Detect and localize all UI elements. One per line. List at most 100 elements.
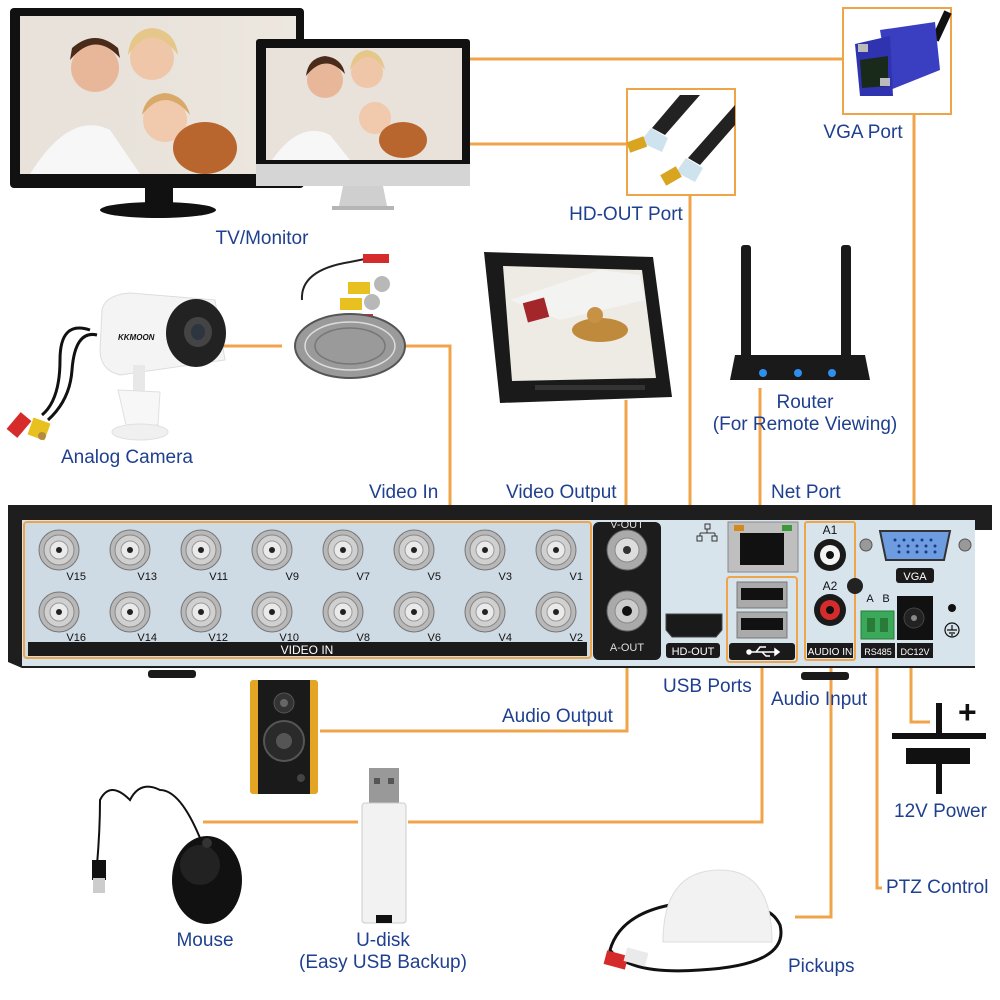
bnc-connector-v8[interactable]: V8 (322, 591, 370, 644)
router-antenna-left (741, 245, 751, 365)
channel-label-v7: V7 (357, 571, 370, 583)
dvr-foot-left (148, 670, 196, 678)
pickups-label: Pickups (788, 956, 855, 977)
panel-screw (847, 578, 863, 594)
router-led-1 (759, 369, 767, 377)
network-icon (696, 523, 718, 542)
hdout-port-label: HD-OUT Port (569, 204, 683, 225)
vga-port[interactable] (878, 530, 952, 561)
bnc-connector-v10[interactable]: V10 (251, 591, 299, 644)
channel-label-v2: V2 (570, 632, 583, 644)
bnc-connector-v16[interactable]: V16 (38, 591, 86, 644)
vga-port-label: VGA Port (823, 122, 903, 143)
usb-icon (746, 646, 781, 657)
bnc-connector-v1[interactable]: V1 (535, 529, 583, 583)
channel-label-v16: V16 (66, 632, 86, 644)
audio-input-label: Audio Input (771, 689, 868, 710)
a-out-text: A-OUT (610, 642, 645, 654)
usb-block (726, 576, 798, 663)
bnc-connector-v11[interactable]: V11 (180, 529, 228, 583)
channel-label-v10: V10 (279, 632, 299, 644)
bnc-connector-v4[interactable]: V4 (464, 591, 512, 644)
bnc-connector-v12[interactable]: V12 (180, 591, 228, 644)
channel-label-v6: V6 (428, 632, 441, 644)
camera-brand-text: KKMOON (118, 333, 155, 342)
usb-plug (92, 860, 106, 880)
channel-label-v13: V13 (137, 571, 157, 583)
udisk-label-line2: (Easy USB Backup) (299, 952, 467, 973)
bnc-connector-v6[interactable]: V6 (393, 591, 441, 644)
line-cable-videoin (402, 344, 452, 522)
vga-screw-right (958, 538, 972, 552)
hd-out-text: HD-OUT (672, 646, 715, 658)
hdmi-port[interactable] (665, 613, 723, 638)
power-label: 12V Power (894, 801, 987, 822)
bnc-connector-v14[interactable]: V14 (109, 591, 157, 644)
channel-label-v1: V1 (570, 571, 583, 583)
video-in-block (23, 521, 592, 659)
bnc-connector-v9[interactable]: V9 (251, 529, 299, 583)
bnc-connector-v15[interactable]: V15 (38, 529, 86, 583)
mouse-label: Mouse (176, 930, 234, 951)
v-out-connector[interactable] (606, 529, 648, 571)
video-in-label: Video In (369, 482, 439, 503)
dvr-foot-right (801, 672, 849, 680)
channel-label-v15: V15 (66, 571, 86, 583)
dc-plug (363, 254, 389, 263)
bnc-connector-v13[interactable]: V13 (109, 529, 157, 583)
channel-label-v4: V4 (499, 632, 512, 644)
bnc-connector-v3[interactable]: V3 (464, 529, 512, 583)
vga-screw-left (859, 538, 873, 552)
power-plus-sign: + (958, 694, 977, 730)
udisk-label-line1: U-disk (356, 930, 410, 951)
channel-label-v9: V9 (286, 571, 299, 583)
a2-text: A2 (823, 579, 838, 593)
bnc-connector-v7[interactable]: V7 (322, 529, 370, 583)
udisk-label: U-disk (Easy USB Backup) (299, 930, 467, 974)
v-out-text: V-OUT (610, 519, 644, 531)
analog-camera-label: Analog Camera (60, 447, 194, 468)
bnc-connector-v5[interactable]: V5 (393, 529, 441, 583)
bnc-connector-v2[interactable]: V2 (535, 591, 583, 644)
router-label: Router (For Remote Viewing) (713, 392, 897, 436)
ground-icon (944, 622, 960, 638)
channel-label-v5: V5 (428, 571, 441, 583)
dc12v-text: DC12V (900, 647, 929, 657)
channel-label-v12: V12 (208, 632, 228, 644)
a2-jack[interactable] (814, 594, 846, 626)
rs485-b-text: B (882, 593, 889, 605)
video-in-title: VIDEO IN (281, 643, 334, 657)
pickup-dome (662, 869, 773, 943)
channel-label-v14: V14 (137, 632, 157, 644)
router-antenna-right (841, 245, 851, 365)
audio-in-text: AUDIO IN (808, 647, 852, 658)
a1-jack[interactable] (814, 539, 846, 571)
a-out-connector[interactable] (606, 590, 648, 632)
router-led-2 (794, 369, 802, 377)
channel-label-v8: V8 (357, 632, 370, 644)
rs485-terminal[interactable] (860, 610, 895, 640)
line-aout-speaker (320, 645, 629, 733)
vga-text: VGA (903, 571, 927, 583)
line-usb-devices (203, 663, 764, 824)
net-port-label: Net Port (771, 482, 841, 503)
line-rs485-ptz (875, 628, 882, 890)
rs485-text: RS485 (864, 647, 892, 657)
audio-output-label: Audio Output (502, 706, 613, 727)
rs485-a-text: A (866, 593, 874, 605)
ptz-control-label: PTZ Control (886, 877, 989, 898)
router-label-line1: Router (776, 392, 834, 413)
